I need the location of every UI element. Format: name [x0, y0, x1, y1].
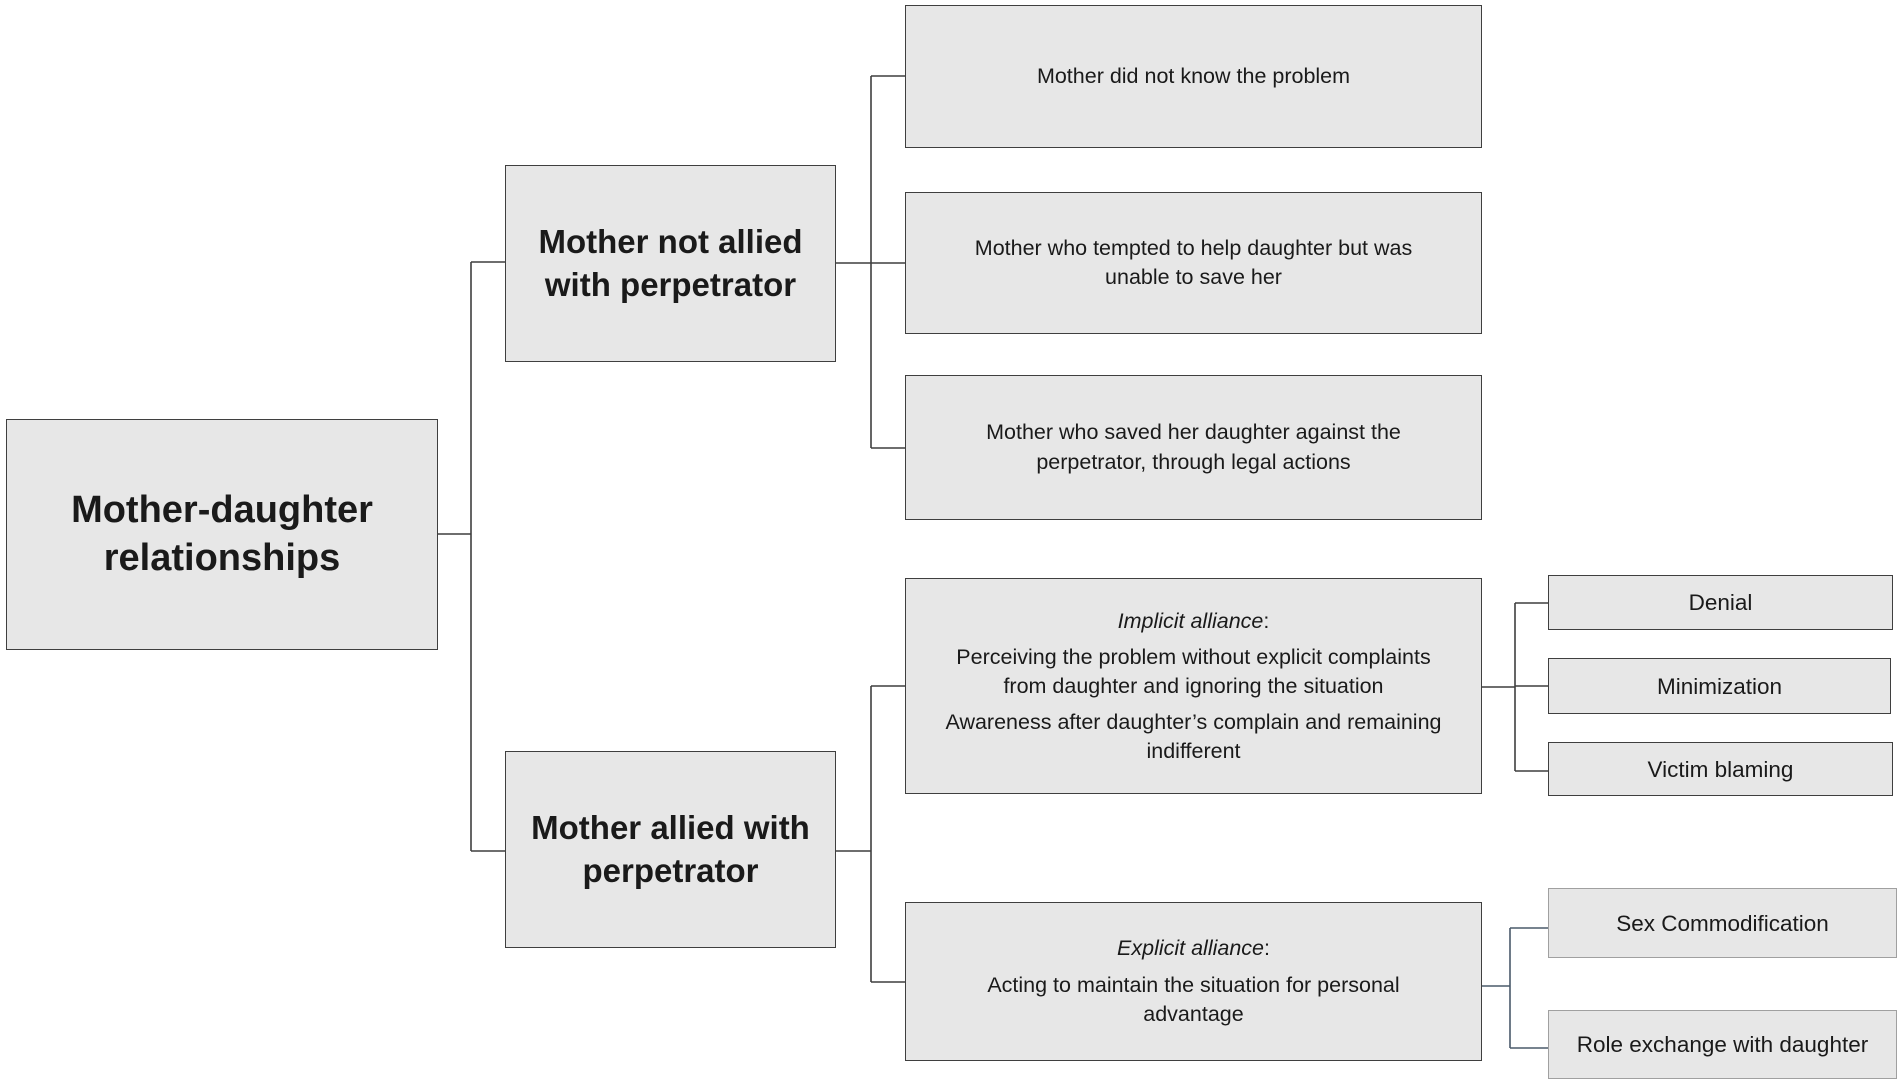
leaf-text-line2: indifferent — [1146, 738, 1241, 763]
branch-label-line1: Mother not allied — [538, 223, 803, 261]
leaf-heading-italic: Explicit alliance — [1117, 935, 1264, 960]
leaf-text-line1: Acting to maintain the situation for per… — [987, 972, 1400, 997]
leaf-text-line1: Awareness after daughter’s complain and … — [945, 710, 1442, 735]
leaf-heading-italic: Implicit alliance — [1117, 608, 1264, 633]
connector-branch2-to-leaves — [836, 685, 905, 983]
connector-explicit-to-subitems — [1482, 927, 1548, 1049]
leaf-explicit-alliance: Explicit alliance: Acting to maintain th… — [905, 902, 1482, 1061]
leaf-text-line1: Perceiving the problem without explicit … — [956, 645, 1431, 670]
branch-label-line1: Mother allied with — [531, 809, 810, 847]
leaf-paragraph-2: Awareness after daughter’s complain and … — [946, 708, 1442, 765]
root-node: Mother-daughter relationships — [6, 419, 438, 650]
connector-branch1-to-leaves — [836, 75, 905, 449]
leaf-implicit-alliance: Implicit alliance: Perceiving the proble… — [905, 578, 1482, 794]
branch-label-line2: with perpetrator — [544, 265, 797, 303]
subitem-label: Minimization — [1656, 673, 1783, 699]
leaf-paragraph-1: Perceiving the problem without explicit … — [956, 643, 1430, 700]
leaf-heading: Explicit alliance: — [1117, 934, 1270, 963]
leaf-heading: Implicit alliance: — [1118, 607, 1270, 636]
root-label-line2: relationships — [103, 536, 341, 579]
leaf-text-line1: Mother who tempted to help daughter but … — [974, 235, 1413, 260]
subitem-role-exchange: Role exchange with daughter — [1548, 1010, 1897, 1079]
leaf-text-line2: from daughter and ignoring the situation — [1003, 673, 1384, 698]
subitem-denial: Denial — [1548, 575, 1893, 630]
subitem-minimization: Minimization — [1548, 658, 1891, 714]
root-label-line1: Mother-daughter — [71, 489, 373, 531]
leaf-saved-daughter: Mother who saved her daughter against th… — [905, 375, 1482, 520]
leaf-did-not-know: Mother did not know the problem — [905, 5, 1482, 148]
leaf-heading-suffix: : — [1264, 935, 1270, 960]
leaf-tempted-to-help: Mother who tempted to help daughter but … — [905, 192, 1482, 334]
leaf-text: Mother did not know the problem — [1036, 63, 1351, 88]
branch-allied: Mother allied with perpetrator — [505, 751, 836, 948]
subitem-label: Sex Commodification — [1616, 910, 1829, 936]
branch-label-line2: perpetrator — [582, 851, 759, 889]
subitem-victim-blaming: Victim blaming — [1548, 742, 1893, 796]
leaf-text-line2: advantage — [1143, 1002, 1244, 1026]
leaf-text-line1: Mother who saved her daughter against th… — [986, 420, 1401, 445]
leaf-text-line2: unable to save her — [1105, 265, 1282, 289]
connector-root-to-branches — [438, 261, 505, 852]
branch-not-allied: Mother not allied with perpetrator — [505, 165, 836, 362]
leaf-text-line2: perpetrator, through legal actions — [1036, 449, 1351, 474]
subitem-label: Victim blaming — [1647, 756, 1794, 782]
leaf-heading-suffix: : — [1263, 608, 1270, 633]
connector-implicit-to-subitems — [1482, 602, 1548, 772]
subitem-label: Role exchange with daughter — [1576, 1032, 1869, 1057]
leaf-paragraph-1: Acting to maintain the situation for per… — [987, 971, 1399, 1029]
subitem-label: Denial — [1688, 590, 1753, 615]
subitem-sex-commodification: Sex Commodification — [1548, 888, 1897, 958]
